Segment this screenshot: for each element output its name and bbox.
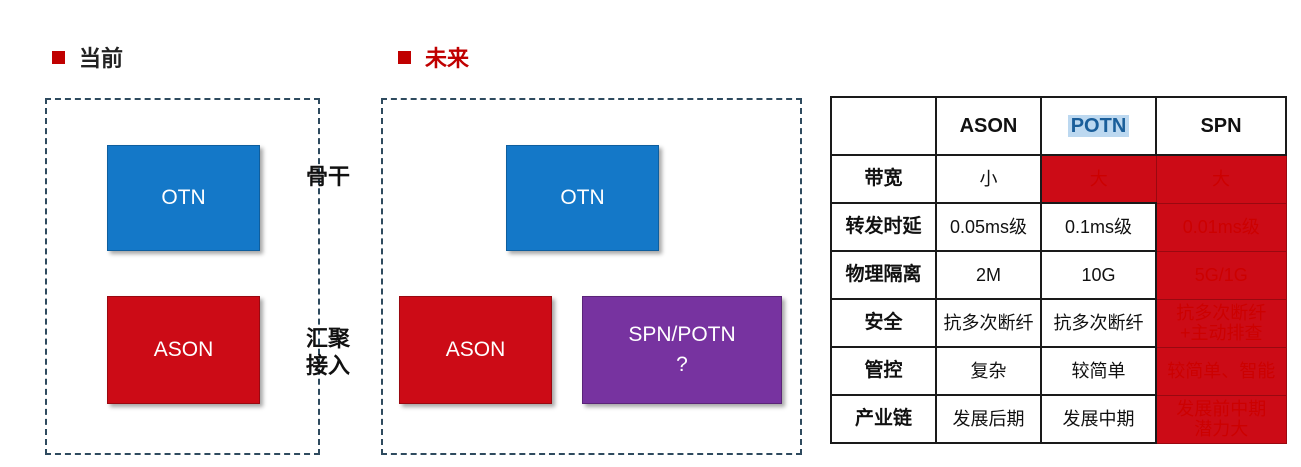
cell-spn: 抗多次断纤 +主动排查 — [1155, 298, 1287, 348]
cell-ason: 复杂 — [935, 346, 1042, 396]
heading-current-text: 当前 — [79, 47, 124, 72]
cell-spn: 发展前中期 潜力大 — [1155, 394, 1287, 444]
aggregation-access-layer-label: 汇聚 接入 — [306, 326, 350, 380]
cell-potn: 抗多次断纤 — [1040, 298, 1157, 348]
future-ason-label: ASON — [445, 338, 506, 361]
future-ason-block: ASON — [399, 296, 552, 404]
future-spn-potn-block: SPN/POTN ? — [582, 296, 782, 404]
square-bullet-icon — [52, 50, 65, 64]
current-ason-block: ASON — [107, 296, 260, 404]
future-spn-label-line2: ? — [676, 353, 688, 376]
heading-future-text: 未来 — [425, 47, 470, 72]
row-label-industry-chain: 产业链 — [830, 394, 937, 444]
table-row: 带宽 小 大 大 — [830, 154, 1287, 204]
cell-ason: 0.05ms级 — [935, 202, 1042, 252]
table-row: 安全 抗多次断纤 抗多次断纤 抗多次断纤 +主动排查 — [830, 298, 1287, 348]
cell-spn-line: 大 — [1212, 169, 1230, 190]
cell-potn: 大 — [1040, 154, 1157, 204]
table-header-potn-text: POTN — [1067, 115, 1130, 137]
future-spn-label-line1: SPN/POTN — [628, 323, 736, 346]
square-bullet-icon — [398, 50, 411, 64]
table-row: 物理隔离 2M 10G 5G/1G — [830, 250, 1287, 300]
row-label-security: 安全 — [830, 298, 937, 348]
heading-future: 未来 — [398, 44, 470, 72]
current-otn-block: OTN — [107, 145, 260, 251]
cell-spn: 5G/1G — [1155, 250, 1287, 300]
row-label-isolation: 物理隔离 — [830, 250, 937, 300]
cell-potn: 发展中期 — [1040, 394, 1157, 444]
future-otn-block: OTN — [506, 145, 659, 251]
current-ason-label: ASON — [153, 338, 214, 361]
cell-spn-line: 潜力大 — [1194, 419, 1249, 439]
heading-current: 当前 — [52, 44, 124, 72]
table-header-potn: POTN — [1040, 96, 1157, 156]
backbone-layer-label: 骨干 — [306, 165, 351, 190]
cell-spn-line: 抗多次断纤 — [1176, 303, 1267, 323]
cell-spn: 0.01ms级 — [1155, 202, 1287, 252]
cell-ason: 抗多次断纤 — [935, 298, 1042, 348]
table-row: 转发时延 0.05ms级 0.1ms级 0.01ms级 — [830, 202, 1287, 252]
cell-potn: 10G — [1040, 250, 1157, 300]
cell-spn: 大 — [1155, 154, 1287, 204]
table-row: 管控 复杂 较简单 较简单、智能 — [830, 346, 1287, 396]
row-label-latency: 转发时延 — [830, 202, 937, 252]
cell-ason: 小 — [935, 154, 1042, 204]
aggregation-label-line1: 汇聚 — [306, 327, 351, 352]
table-header-row: ASON POTN SPN — [830, 96, 1287, 156]
cell-ason: 发展后期 — [935, 394, 1042, 444]
aggregation-label-line2: 接入 — [306, 354, 351, 379]
table-header-ason: ASON — [935, 96, 1042, 156]
future-architecture-box — [381, 98, 802, 455]
cell-ason: 2M — [935, 250, 1042, 300]
table-header-corner — [830, 96, 937, 156]
cell-potn: 0.1ms级 — [1040, 202, 1157, 252]
cell-spn-line: +主动排查 — [1179, 323, 1263, 343]
cell-spn-line: 0.01ms级 — [1182, 217, 1260, 237]
current-otn-label: OTN — [161, 186, 206, 209]
current-architecture-box — [45, 98, 320, 455]
row-label-bandwidth: 带宽 — [830, 154, 937, 204]
comparison-table: ASON POTN SPN 带宽 小 大 大 转发时延 0.05ms级 0.1m… — [830, 96, 1287, 444]
cell-spn-line: 较简单、智能 — [1167, 361, 1276, 381]
table-header-spn: SPN — [1155, 96, 1287, 156]
cell-spn-line: 发展前中期 — [1176, 399, 1267, 419]
table-row: 产业链 发展后期 发展中期 发展前中期 潜力大 — [830, 394, 1287, 444]
row-label-management: 管控 — [830, 346, 937, 396]
future-otn-label: OTN — [560, 186, 605, 209]
cell-spn: 较简单、智能 — [1155, 346, 1287, 396]
cell-potn: 较简单 — [1040, 346, 1157, 396]
cell-spn-line: 5G/1G — [1194, 265, 1248, 285]
